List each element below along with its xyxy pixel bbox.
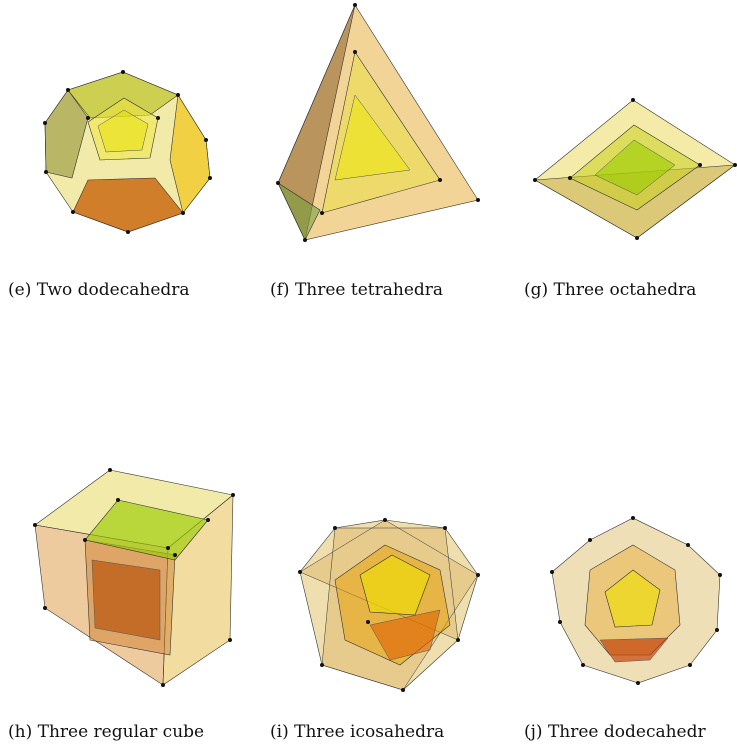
caption-j: (j) Three dodecahedr [524,722,706,742]
tetra-outer-bottom-face [277,182,321,241]
figure-h-vertices [33,468,235,687]
icosahedron-inner-bottom [369,609,441,661]
figure-i-vertices [298,518,480,692]
icosahedron-inner-top [359,554,431,616]
caption-g: (g) Three octahedra [524,280,697,300]
cube-inner-front [91,559,161,641]
figure-j-vertices [550,516,722,685]
cube-inner-top [84,499,209,561]
tetrahedron-inner [334,94,411,181]
figure-g-vertices [533,98,737,240]
figure-f-vertices [276,3,480,242]
caption-e: (e) Two dodecahedra [8,280,190,300]
caption-i: (i) Three icosahedra [270,722,445,742]
dodecahedron-inner [87,97,159,161]
octahedron-inner [594,139,676,196]
caption-h: (h) Three regular cube [8,722,205,742]
dodecahedron-j-bottom-face [599,637,669,663]
dodecahedron-j-inner [604,569,661,628]
caption-f: (f) Three tetrahedra [270,280,444,300]
figure-e-vertices [43,70,212,234]
